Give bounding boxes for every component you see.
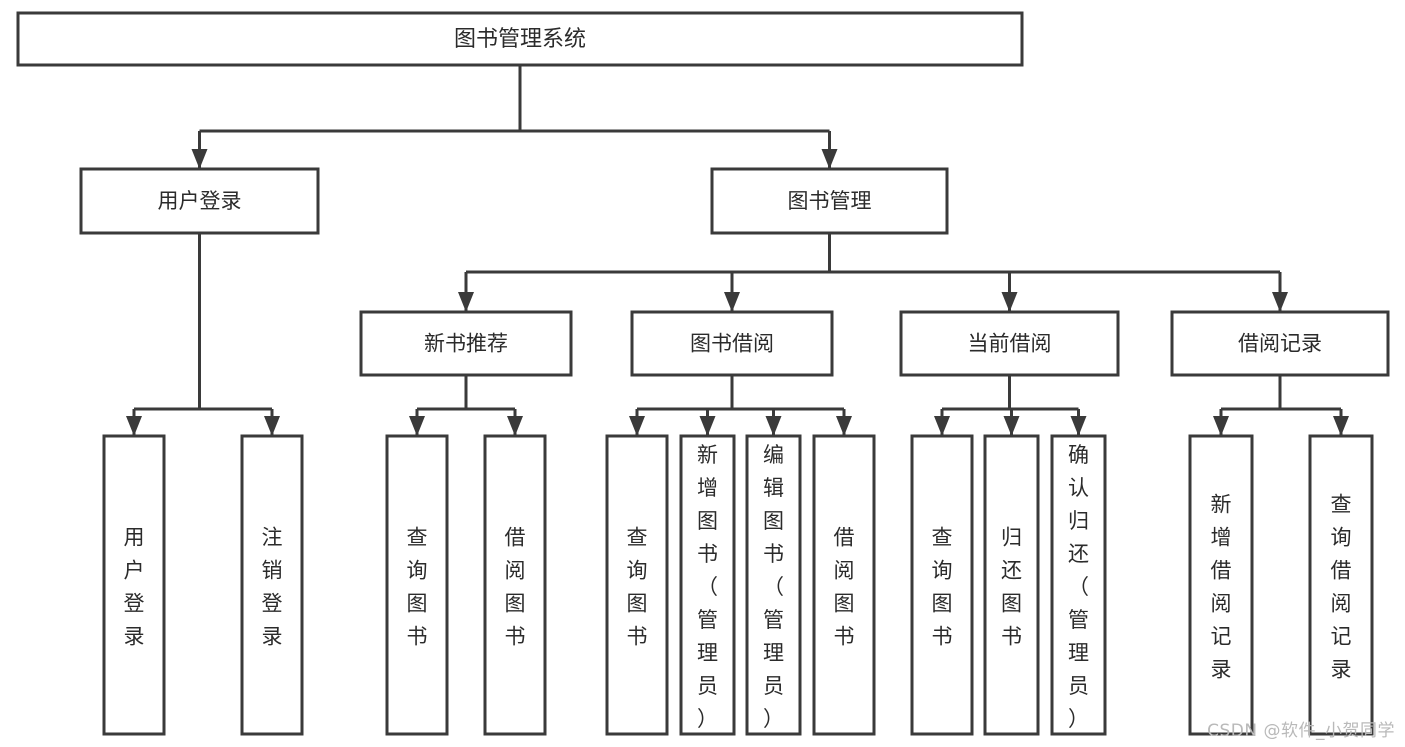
node-label: 借阅图书 [834,526,855,649]
arrow-head-icon [724,292,740,312]
node-leaf-4[interactable]: 借阅图书 [483,434,547,736]
node-label: 当前借阅 [968,332,1052,356]
node-label: 图书管理系统 [454,27,586,52]
node-layer: 图书管理系统用户登录图书管理新书推荐图书借阅当前借阅借阅记录用户登录注销登录查询… [16,11,1390,736]
node-leaf-13[interactable]: 查询借阅记录 [1308,434,1374,736]
node-label: 查询图书 [932,526,953,649]
node-leaf-8[interactable]: 借阅图书 [812,434,876,736]
node-label: 查询借阅记录 [1331,493,1352,682]
arrow-head-icon [1272,292,1288,312]
node-label: 借阅记录 [1238,332,1322,356]
node-label: 查询图书 [407,526,428,649]
node-level2-1[interactable]: 用户登录 [79,167,320,235]
arrow-head-icon [126,416,142,436]
node-leaf-6[interactable]: 新增图书（管理员） [679,434,736,736]
node-leaf-2[interactable]: 注销登录 [240,434,304,736]
node-label: 用户登录 [124,526,145,649]
node-leaf-3[interactable]: 查询图书 [385,434,449,736]
node-leaf-12[interactable]: 新增借阅记录 [1188,434,1254,736]
arrow-head-icon [629,416,645,436]
node-label: 确认归还（管理员） [1068,443,1089,731]
arrow-head-icon [1333,416,1349,436]
arrow-head-icon [1070,416,1087,436]
node-leaf-5[interactable]: 查询图书 [605,434,669,736]
node-label: 借阅图书 [505,526,526,649]
arrow-head-icon [1003,416,1020,436]
node-leaf-1[interactable]: 用户登录 [102,434,166,736]
node-leaf-7[interactable]: 编辑图书（管理员） [745,434,802,736]
arrow-head-icon [458,292,474,312]
node-level3-3[interactable]: 当前借阅 [899,310,1120,377]
node-label: 编辑图书（管理员） [763,443,784,731]
arrow-head-icon [264,416,280,436]
arrow-head-icon [836,416,852,436]
node-label: 新增借阅记录 [1211,493,1232,682]
node-leaf-10[interactable]: 归还图书 [983,434,1040,736]
node-label: 用户登录 [158,189,242,213]
node-label: 归还图书 [1001,526,1022,649]
node-root-book-management-system[interactable]: 图书管理系统 [16,11,1024,67]
node-label: 新书推荐 [424,332,508,356]
node-level2-2[interactable]: 图书管理 [710,167,949,235]
node-leaf-11[interactable]: 确认归还（管理员） [1050,434,1107,736]
node-label: 图书管理 [788,189,872,213]
node-label: 图书借阅 [690,332,774,356]
node-leaf-9[interactable]: 查询图书 [910,434,974,736]
arrow-head-icon [191,149,208,169]
node-label: 注销登录 [262,526,283,649]
arrow-head-icon [765,416,782,436]
arrow-head-icon [821,149,838,169]
arrow-head-icon [1213,416,1229,436]
node-label: 新增图书（管理员） [697,443,718,731]
arrow-head-icon [409,416,425,436]
node-label: 查询图书 [627,526,648,649]
node-level3-1[interactable]: 新书推荐 [359,310,573,377]
arrow-head-icon [934,416,950,436]
arrow-head-icon [1001,292,1018,312]
arrow-head-icon [507,416,523,436]
arrow-head-icon [699,416,716,436]
node-level3-2[interactable]: 图书借阅 [630,310,834,377]
node-level3-4[interactable]: 借阅记录 [1170,310,1390,377]
connector-layer [126,65,1349,436]
